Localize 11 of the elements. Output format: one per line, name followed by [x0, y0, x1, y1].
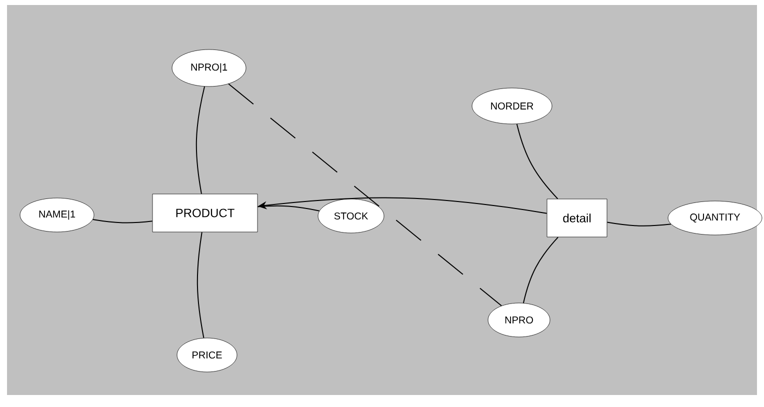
dashed-line — [228, 83, 502, 306]
connector-line — [257, 205, 320, 212]
connector-line — [606, 222, 672, 226]
connector-line — [516, 124, 558, 200]
connector-line — [196, 232, 204, 338]
entity-box: PRODUCT — [152, 194, 258, 232]
connector-line — [522, 236, 559, 304]
connector-line — [92, 219, 153, 224]
node-label: QUANTITY — [690, 214, 740, 222]
connector-line — [196, 86, 206, 194]
entity-box: detail — [546, 198, 608, 238]
